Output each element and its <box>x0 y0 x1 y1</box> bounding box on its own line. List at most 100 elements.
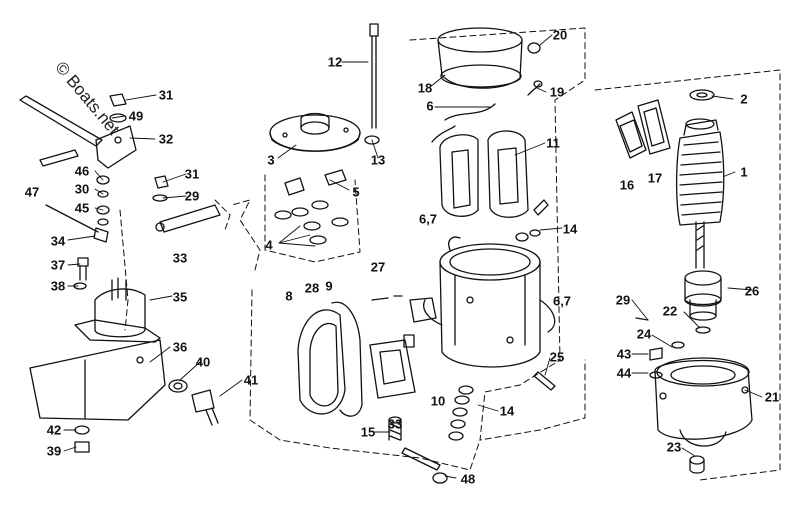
callout-46: 46 <box>74 163 90 179</box>
callout-40: 40 <box>195 354 211 370</box>
cable-33a <box>155 204 221 233</box>
callout-6: 6 <box>426 98 434 114</box>
callout-33-lower: 33 <box>387 416 403 432</box>
leader-34 <box>67 235 96 241</box>
solenoid-35 <box>74 277 161 343</box>
brush-kit-outline <box>264 174 361 263</box>
callout-41: 41 <box>243 372 259 388</box>
callout-22: 22 <box>662 303 678 319</box>
armature-group-outline <box>594 69 781 481</box>
leader-11 <box>514 142 546 156</box>
leader-13 <box>371 139 379 159</box>
callout-25: 25 <box>549 349 565 365</box>
washer-49 <box>109 113 127 123</box>
brush-plate-group-outline <box>231 199 261 271</box>
drive-end-housing-21 <box>654 357 753 447</box>
callout-10: 10 <box>430 393 446 409</box>
leader-36 <box>149 346 171 363</box>
leader-32 <box>129 137 156 140</box>
leader-35 <box>149 295 173 301</box>
callout-27: 27 <box>370 259 386 275</box>
cable-34 <box>45 204 109 243</box>
leader-4a <box>278 225 301 244</box>
callout-9: 9 <box>325 278 333 294</box>
callout-48: 48 <box>460 471 476 487</box>
leader-39 <box>63 446 77 452</box>
bracket-36 <box>29 339 166 421</box>
callout-8: 8 <box>285 288 293 304</box>
brush-holder-assembly <box>369 295 441 471</box>
field-frame-10 <box>439 243 541 368</box>
leader-26 <box>727 287 753 291</box>
callout-14-upper: 14 <box>562 221 578 237</box>
callout-6-7-right: 6,7 <box>552 293 572 309</box>
brush-holder-17 <box>637 99 671 155</box>
brush-spring-16 <box>615 111 647 159</box>
small-nuts-left <box>96 175 169 226</box>
lever-arm-32 <box>19 95 137 169</box>
callout-30: 30 <box>74 181 90 197</box>
callout-45: 45 <box>74 200 90 216</box>
leader-18 <box>429 74 446 88</box>
callout-26: 26 <box>744 283 760 299</box>
field-frame-group-outline <box>409 27 586 441</box>
through-bolt-12 <box>369 23 379 129</box>
callout-21: 21 <box>764 389 780 405</box>
callout-19: 19 <box>549 84 565 100</box>
callout-33-left: 33 <box>172 250 188 266</box>
bolt-37-washer-38 <box>73 257 89 290</box>
callout-17: 17 <box>647 170 663 186</box>
field-coils-11 <box>431 103 529 218</box>
leader-3 <box>277 144 297 159</box>
callout-32: 32 <box>158 131 174 147</box>
brush-parts-4-5 <box>274 169 349 245</box>
leader-40 <box>179 361 201 381</box>
callout-28: 28 <box>304 280 320 296</box>
wire-group-outline <box>214 199 231 231</box>
callout-18: 18 <box>417 80 433 96</box>
misc-nuts-center <box>364 42 556 391</box>
nut-31a <box>109 93 127 107</box>
callout-36: 36 <box>172 339 188 355</box>
callout-37: 37 <box>50 257 66 273</box>
callout-24: 24 <box>636 326 652 342</box>
bolt-nut-39-40-41-42 <box>74 379 219 453</box>
clip-47 <box>39 149 79 167</box>
callout-31-mid: 31 <box>184 166 200 182</box>
callout-6-7-top: 6,7 <box>418 211 438 227</box>
leader-22 <box>683 311 701 329</box>
callout-13: 13 <box>370 152 386 168</box>
leader-19 <box>536 87 547 93</box>
small-right-parts <box>635 317 711 474</box>
callout-2: 2 <box>740 91 748 107</box>
leader-49 <box>111 115 126 119</box>
field-leads <box>423 236 556 333</box>
drive-pinion-26 <box>684 270 722 321</box>
leader-25 <box>544 357 551 376</box>
leader-5 <box>329 179 350 191</box>
callout-44: 44 <box>616 365 632 381</box>
leader-4b <box>278 234 311 244</box>
callout-39: 39 <box>46 443 62 459</box>
callout-14-lower: 14 <box>499 403 515 419</box>
leader-45 <box>94 207 104 211</box>
dashed-group-outlines <box>119 27 781 481</box>
washer-stack-14 <box>432 385 474 484</box>
callout-12: 12 <box>327 54 343 70</box>
callout-1: 1 <box>740 164 748 180</box>
callout-11: 11 <box>546 135 560 151</box>
leader-31a <box>125 94 157 101</box>
thrust-washer-2 <box>689 89 715 101</box>
callout-15: 15 <box>360 424 376 440</box>
callout-29-left: 29 <box>184 188 200 204</box>
callout-47: 47 <box>24 184 40 200</box>
callout-35: 35 <box>172 289 188 305</box>
leader-46 <box>94 170 104 181</box>
leader-41 <box>219 379 243 397</box>
callout-23: 23 <box>666 439 682 455</box>
callout-38: 38 <box>50 278 66 294</box>
leader-23 <box>681 447 696 457</box>
callout-29-right: 29 <box>615 292 631 308</box>
callout-5: 5 <box>352 184 360 200</box>
